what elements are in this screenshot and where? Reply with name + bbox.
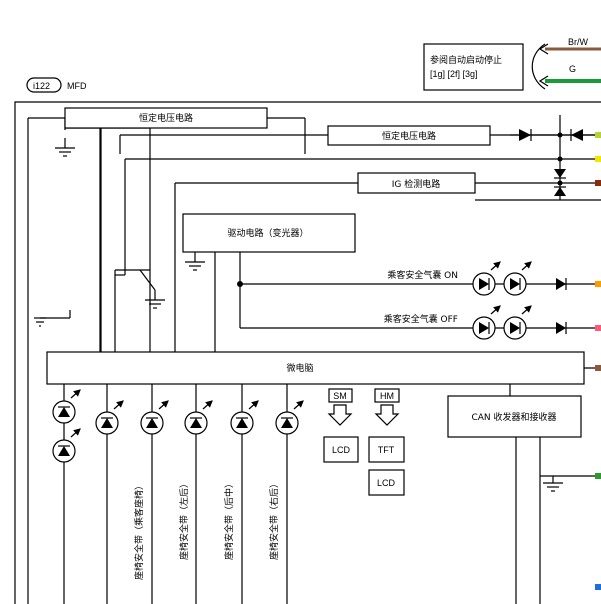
connector-tick: [595, 473, 601, 479]
ground-symbols: [34, 138, 563, 492]
connector-tick: [595, 365, 601, 371]
airbag-on-label: 乘客安全气囊 ON: [387, 269, 458, 281]
power-rails: [27, 115, 601, 604]
seatbelt-columns: [52, 384, 304, 604]
block-drive-circuit: 驱动电路（变光器）: [182, 213, 356, 352]
seatbelt-label-right-rear: 座椅安全带（右后）: [268, 479, 280, 560]
airbag-off-row: 乘客安全气囊 OFF: [240, 305, 601, 340]
hm-label: HM: [380, 391, 394, 401]
airbag-off-label: 乘客安全气囊 OFF: [384, 313, 458, 325]
component-tag: i122 MFD: [26, 77, 87, 93]
seatbelt-label-left-rear: 座椅安全带（左后）: [178, 479, 190, 560]
block-drive-circuit-label: 驱动电路（变光器）: [227, 227, 308, 239]
block-ig-detect-label: IG 检测电路: [392, 178, 441, 190]
block-can: CAN 收发器和接收器: [447, 384, 601, 604]
component-name: MFD: [67, 81, 87, 91]
connector-ticks: [595, 132, 601, 590]
reference-line-1: 参阅自动启动停止: [430, 54, 502, 66]
rail-diodes: [519, 129, 583, 196]
airbag-on-row: 乘客安全气囊 ON: [237, 261, 601, 296]
transistor-symbol: [114, 269, 156, 352]
block-const-voltage-2: 恒定电压电路: [327, 125, 491, 146]
connector-tick: [595, 325, 601, 331]
block-microcomputer-label: 微电脑: [286, 362, 313, 374]
seatbelt-labels: 座椅安全带（乘客座椅） 座椅安全带（左后） 座椅安全带（后中） 座椅安全带（右后…: [133, 479, 280, 580]
block-const-voltage-1: 恒定电压电路: [64, 107, 268, 129]
wire-label-bottom: G: [569, 64, 576, 74]
connector-tick: [595, 281, 601, 287]
component-id: i122: [33, 81, 50, 91]
reference-line-2: [1g] [2f] [3g]: [430, 69, 478, 79]
wire-label-top: Br/W: [568, 37, 589, 47]
block-ig-detect: IG 检测电路: [357, 172, 476, 194]
lcd-hm-label: LCD: [377, 478, 396, 488]
module-frame: [14, 101, 601, 604]
block-const-voltage-2-label: 恒定电压电路: [382, 130, 436, 142]
connector-tick: [595, 584, 601, 590]
connector-tick: [595, 132, 601, 138]
display-section: SM LCD HM TFT LCD: [323, 388, 405, 496]
lcd-sm-label: LCD: [332, 445, 351, 455]
sm-label: SM: [333, 391, 347, 401]
block-microcomputer: 微电脑: [46, 351, 601, 385]
seatbelt-label-center-rear: 座椅安全带（后中）: [223, 479, 235, 560]
reference-box: 参阅自动启动停止 [1g] [2f] [3g]: [423, 43, 524, 91]
block-can-label: CAN 收发器和接收器: [471, 411, 556, 423]
external-wires: Br/W G: [531, 37, 601, 90]
connector-tick: [595, 156, 601, 162]
connector-tick: [595, 180, 601, 186]
block-const-voltage-1-label: 恒定电压电路: [139, 112, 193, 124]
seatbelt-label-passenger: 座椅安全带（乘客座椅）: [133, 481, 145, 580]
tft-label: TFT: [378, 445, 395, 455]
